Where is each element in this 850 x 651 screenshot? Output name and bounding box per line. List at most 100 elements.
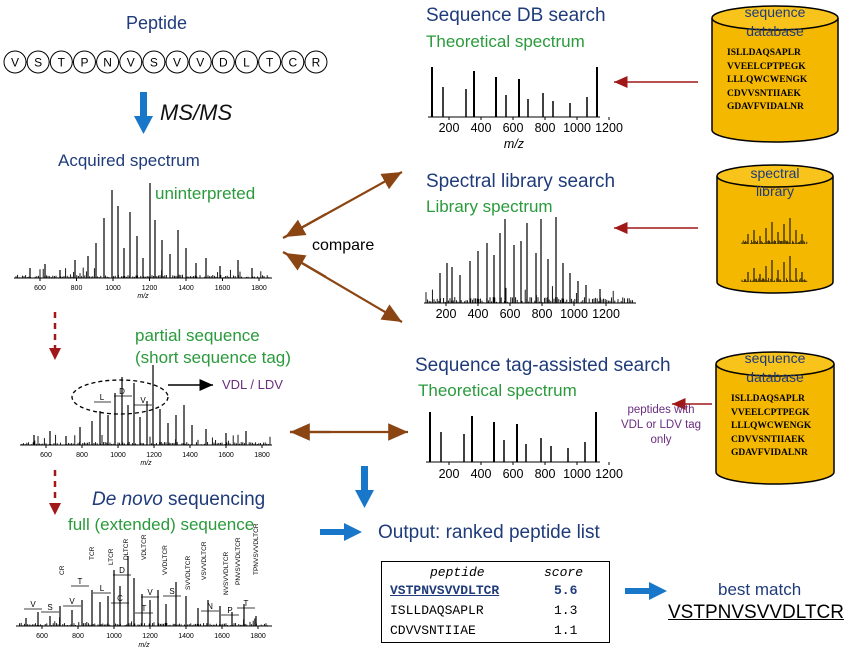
residue-circle <box>119 50 143 74</box>
tick-label: 600 <box>36 633 48 640</box>
msms-label: MS/MS <box>160 100 233 125</box>
table-row-score: 1.1 <box>554 623 578 638</box>
tick-label: 1800 <box>254 452 270 459</box>
residue-circle <box>281 50 305 74</box>
tag-search-title: Sequence tag-assisted search <box>415 355 671 376</box>
gap-letter: T <box>78 577 83 586</box>
tick-label: 400 <box>468 307 489 321</box>
db-search-title: Sequence DB search <box>426 5 606 26</box>
tag-letter: L <box>100 393 105 402</box>
compare-arrows <box>282 171 408 441</box>
output-down-arrow-icon <box>355 466 374 508</box>
axis-label: m/z <box>504 137 525 151</box>
gap-letter: S <box>47 603 52 612</box>
gap-letter: C <box>117 594 123 603</box>
tick-label: 800 <box>71 285 83 292</box>
residue-circle <box>165 50 189 74</box>
table-header-score: score <box>544 565 584 580</box>
tick-label: 200 <box>439 467 460 481</box>
tag-result: VDL / LDV <box>222 377 283 392</box>
residue-circle <box>26 50 50 74</box>
axis-label: m/z <box>137 293 149 300</box>
fragment-label: LTCR <box>108 548 115 565</box>
axis-label: m/z <box>138 642 150 649</box>
residue-letter: V <box>11 56 19 70</box>
tick-label: 1000 <box>560 307 588 321</box>
ranked-peptide-table: peptide score VSTPNVSVVDLTCR 5.6 ISLLDAQ… <box>381 561 610 643</box>
db1-label-line1: sequence <box>744 4 806 20</box>
residue-circle <box>188 50 212 74</box>
gap-letter: V <box>30 600 36 609</box>
tick-label: 1800 <box>250 633 266 640</box>
tick-label: 1200 <box>142 633 158 640</box>
tick-label: 800 <box>535 121 556 135</box>
gap-letter: S <box>169 587 174 596</box>
residue-letter: V <box>196 56 204 70</box>
residue-letter: R <box>312 56 321 70</box>
fragment-label: PNVSVVDLTCR <box>235 537 242 585</box>
db2-label-line2: library <box>755 183 795 199</box>
tick-label: 800 <box>72 633 84 640</box>
residue-circle <box>258 50 282 74</box>
tick-label: 800 <box>532 307 553 321</box>
best-match-arrow-icon <box>625 582 667 600</box>
fragment-label: NVSVVDLTCR <box>223 551 230 595</box>
residue-circle <box>142 50 166 74</box>
tick-label: 1400 <box>178 285 194 292</box>
dashed-arrow-icon <box>49 470 61 515</box>
library-search-subtitle: Library spectrum <box>426 197 553 216</box>
db3-label-line1: sequence <box>744 350 806 366</box>
fragment-label: CR <box>59 565 66 575</box>
table-row-peptide: CDVVSNTIIAE <box>390 623 476 638</box>
residue-circle <box>211 50 235 74</box>
tag-letter: D <box>119 387 125 396</box>
residue-circle <box>3 50 27 74</box>
residue-letter: T <box>58 56 66 70</box>
fragment-label: SVVDLTCR <box>185 556 192 590</box>
tick-label: 1400 <box>182 452 198 459</box>
residue-letter: P <box>80 56 88 70</box>
residue-circle <box>96 50 120 74</box>
residue-letter: V <box>173 56 181 70</box>
filter-line1: peptides with <box>627 404 695 416</box>
tick-label: 1000 <box>563 121 591 135</box>
table-header-peptide: peptide <box>430 565 485 580</box>
spectral-library-icon <box>716 164 834 294</box>
residue-letter: C <box>288 56 297 70</box>
fragment-label: DLTCR <box>123 539 130 560</box>
best-match-sequence: VSTPNVSVVDLTCR <box>668 602 844 623</box>
tick-label: 1000 <box>110 452 126 459</box>
gap-letter: P <box>227 606 232 615</box>
tick-label: 1000 <box>563 467 591 481</box>
tick-label: 1000 <box>105 285 121 292</box>
tag-note-line2: (short sequence tag) <box>135 348 291 367</box>
db2-label-line1: spectral <box>750 165 800 181</box>
tag-note-line1: partial sequence <box>135 326 260 345</box>
tick-label: 1000 <box>106 633 122 640</box>
residue-circle <box>304 50 328 74</box>
fragment-label: VVDLTCR <box>162 545 169 575</box>
output-right-arrow-icon <box>320 523 362 541</box>
db1-sequences: ISLLDAQSAPLR VVEELCPTPEGK LLLQWCWENGK CD… <box>727 48 808 112</box>
tick-label: 1200 <box>595 121 623 135</box>
denovo-title: De novo sequencing <box>92 490 265 509</box>
compare-label: compare <box>312 237 375 254</box>
tick-label: 800 <box>535 467 556 481</box>
table-row-score: 1.3 <box>554 603 578 618</box>
fragment-label: VDLTCR <box>141 534 148 560</box>
denovo-note: full (extended) sequence <box>68 515 255 534</box>
tick-label: 1200 <box>142 285 158 292</box>
gap-letter: V <box>69 597 75 606</box>
residue-letter: D <box>219 56 228 70</box>
db3-sequences: ISLLDAQSAPLR VVEELCPTPEGK LLLQWCWENGK CD… <box>731 394 812 458</box>
tick-label: 400 <box>471 467 492 481</box>
dashed-arrow-icon <box>49 312 61 360</box>
tick-label: 600 <box>503 121 524 135</box>
table-row-peptide: ISLLDAQSAPLR <box>390 603 484 618</box>
residue-letter: N <box>103 56 112 70</box>
tick-label: 600 <box>500 307 521 321</box>
